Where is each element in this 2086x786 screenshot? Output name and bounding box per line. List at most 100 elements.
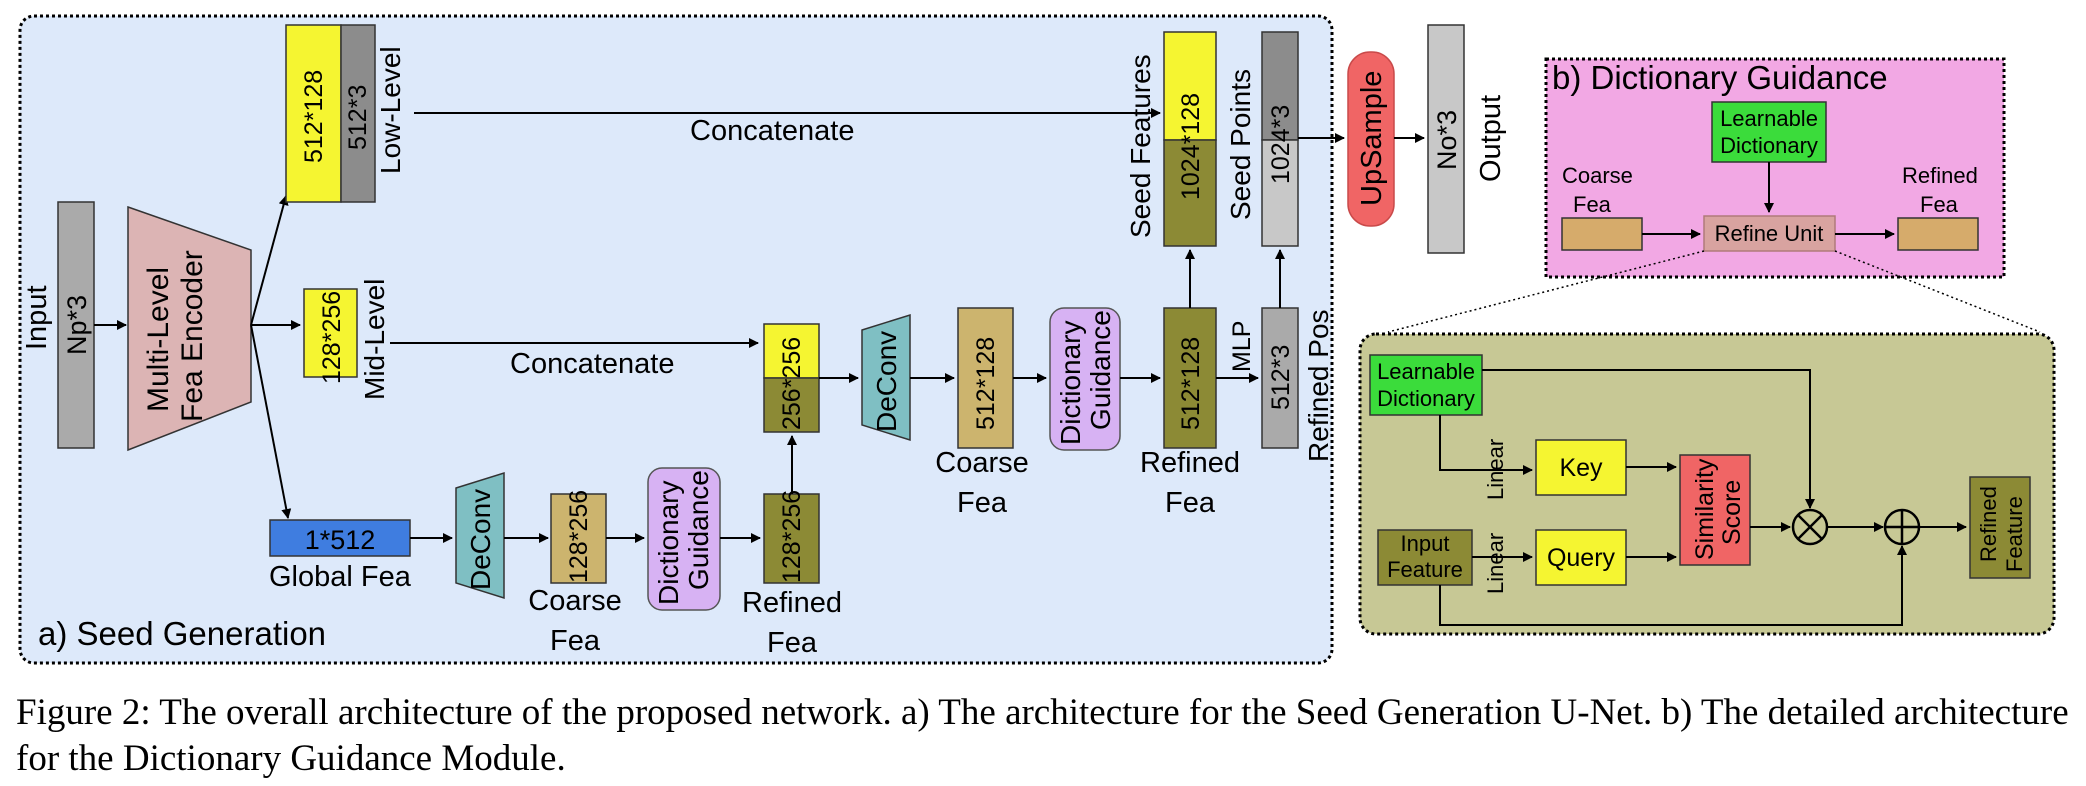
concat-top-label: Concatenate <box>690 115 854 147</box>
d-input-feature <box>1377 529 1473 586</box>
d-linear-1: Linear <box>1483 439 1508 500</box>
deconv-2 <box>861 313 911 442</box>
d-input-label-2: Feature <box>1387 557 1463 582</box>
d-arrow-dict-key <box>1439 415 1533 475</box>
d-similarity-label-2: Score <box>1718 480 1746 545</box>
d-input-label-1: Input <box>1401 531 1450 556</box>
b-learnable-dictionary <box>1711 101 1827 163</box>
panel-a-title: a) Seed Generation <box>38 615 326 652</box>
encoder-label-2: Fea Encoder <box>176 250 209 422</box>
mid-level-box-label: 128*256 <box>318 291 346 384</box>
refined-fea-2-label-2: Fea <box>1165 487 1216 519</box>
d-refined-label-1: Refined <box>1976 486 2001 562</box>
b-refined-box <box>1897 217 1979 251</box>
concat-mid-label: Concatenate <box>510 348 674 380</box>
panel-b-title: b) Dictionary Guidance <box>1552 59 1888 96</box>
refined-fea-2-box-label: 512*128 <box>1177 337 1205 430</box>
zoom-line-right <box>1834 250 2041 333</box>
refined-fea-2-box <box>1163 307 1217 449</box>
seed-features-yellow <box>1163 31 1217 141</box>
output-box <box>1427 24 1465 254</box>
d-learnable-label-2: Dictionary <box>1377 386 1475 411</box>
b-learnable-label-1: Learnable <box>1720 106 1818 131</box>
d-query-label: Query <box>1547 544 1616 572</box>
coarse-fea-2-label-2: Fea <box>957 487 1008 519</box>
input-box-label: Np*3 <box>62 295 92 355</box>
dg2-label-2: Guidance <box>1085 310 1116 430</box>
concat-olive <box>763 377 820 433</box>
seed-points-dark <box>1261 31 1299 141</box>
b-refined-label-2: Fea <box>1920 192 1959 217</box>
refined-fea-2-label-1: Refined <box>1140 447 1240 479</box>
concat-yellow <box>763 323 820 379</box>
b-coarse-label-1: Coarse <box>1562 163 1633 188</box>
d-learnable-dictionary <box>1369 354 1483 416</box>
upsample-label: UpSample <box>1356 71 1388 206</box>
refined-pos-box-label: 512*3 <box>1267 345 1295 410</box>
d-key-label: Key <box>1559 454 1603 482</box>
b-coarse-label-2: Fea <box>1573 192 1612 217</box>
d-similarity-score <box>1679 454 1751 566</box>
seed-features-box-label: 1024*128 <box>1177 93 1205 200</box>
d-learnable-label-1: Learnable <box>1377 359 1475 384</box>
output-label: Output <box>1475 95 1507 182</box>
low-level-box-2 <box>340 24 376 203</box>
arrow-to-low <box>250 195 289 326</box>
mid-level-box <box>303 288 358 378</box>
refined-fea-1-box <box>763 493 820 584</box>
seed-points-light <box>1261 139 1299 247</box>
zoom-line-left <box>1387 250 1705 333</box>
coarse-fea-2-box <box>957 307 1014 449</box>
b-refine-unit-label: Refine Unit <box>1715 221 1824 246</box>
architecture-diagram: a) Seed Generation Input Np*3 Multi-Leve… <box>18 14 2056 665</box>
refined-fea-1-box-label: 128*256 <box>778 490 806 583</box>
coarse-fea-2-label-1: Coarse <box>935 447 1029 479</box>
seed-features-label: Seed Features <box>1125 54 1156 238</box>
d-refined-label-2: Feature <box>2002 496 2027 572</box>
low-level-box-1 <box>285 24 342 203</box>
figure-caption: Figure 2: The overall architecture of th… <box>16 692 2069 779</box>
b-refine-unit <box>1703 215 1836 252</box>
b-learnable-label-2: Dictionary <box>1720 133 1818 158</box>
arrow-to-global <box>250 324 292 519</box>
d-similarity-label-1: Similarity <box>1691 458 1719 560</box>
low-level-box-1-label: 512*128 <box>300 70 328 163</box>
dg2-label-1: Dictionary <box>1055 321 1086 445</box>
refined-pos-label: Refined Pos <box>1303 309 1334 462</box>
seed-points-box-label: 1024*3 <box>1267 105 1295 184</box>
global-fea-label: Global Fea <box>269 561 412 593</box>
low-level-label: Low-Level <box>375 46 406 174</box>
refined-fea-1-label-2: Fea <box>767 627 818 659</box>
encoder-label-1: Multi-Level <box>142 267 175 412</box>
d-arrow-dict-otimes <box>1482 369 1815 509</box>
d-otimes-x2 <box>1797 514 1823 540</box>
seed-features-olive <box>1163 139 1217 247</box>
dg1-label-2: Guidance <box>683 470 714 590</box>
concat-box-label: 256*256 <box>778 337 806 430</box>
mlp-label: MLP <box>1228 321 1256 372</box>
b-refined-label-1: Refined <box>1902 163 1978 188</box>
global-fea-box <box>269 519 411 557</box>
coarse-fea-1-label-1: Coarse <box>528 585 622 617</box>
d-refined-feature <box>1969 476 2031 579</box>
refined-fea-1-label-1: Refined <box>742 587 842 619</box>
global-fea-box-label: 1*512 <box>305 525 376 555</box>
low-level-box-2-label: 512*3 <box>344 85 372 150</box>
input-label: Input <box>21 286 53 351</box>
seed-points-label: Seed Points <box>1225 69 1256 220</box>
coarse-fea-1-label-2: Fea <box>550 625 601 657</box>
refined-pos-box <box>1261 307 1299 449</box>
dg1-label-1: Dictionary <box>653 481 684 605</box>
deconv-1 <box>455 471 505 600</box>
coarse-fea-1-box-label: 128*256 <box>565 490 593 583</box>
output-box-label: No*3 <box>1432 110 1462 170</box>
multi-level-encoder <box>127 205 252 452</box>
mid-level-label: Mid-Level <box>359 279 390 400</box>
d-query-box <box>1535 529 1627 586</box>
deconv-1-label: DeConv <box>465 489 496 590</box>
deconv-2-label: DeConv <box>871 331 902 432</box>
d-arrow-input-oplus <box>1439 545 1907 626</box>
coarse-fea-1-box <box>550 493 607 584</box>
b-coarse-box <box>1561 217 1643 251</box>
d-linear-2: Linear <box>1483 533 1508 594</box>
